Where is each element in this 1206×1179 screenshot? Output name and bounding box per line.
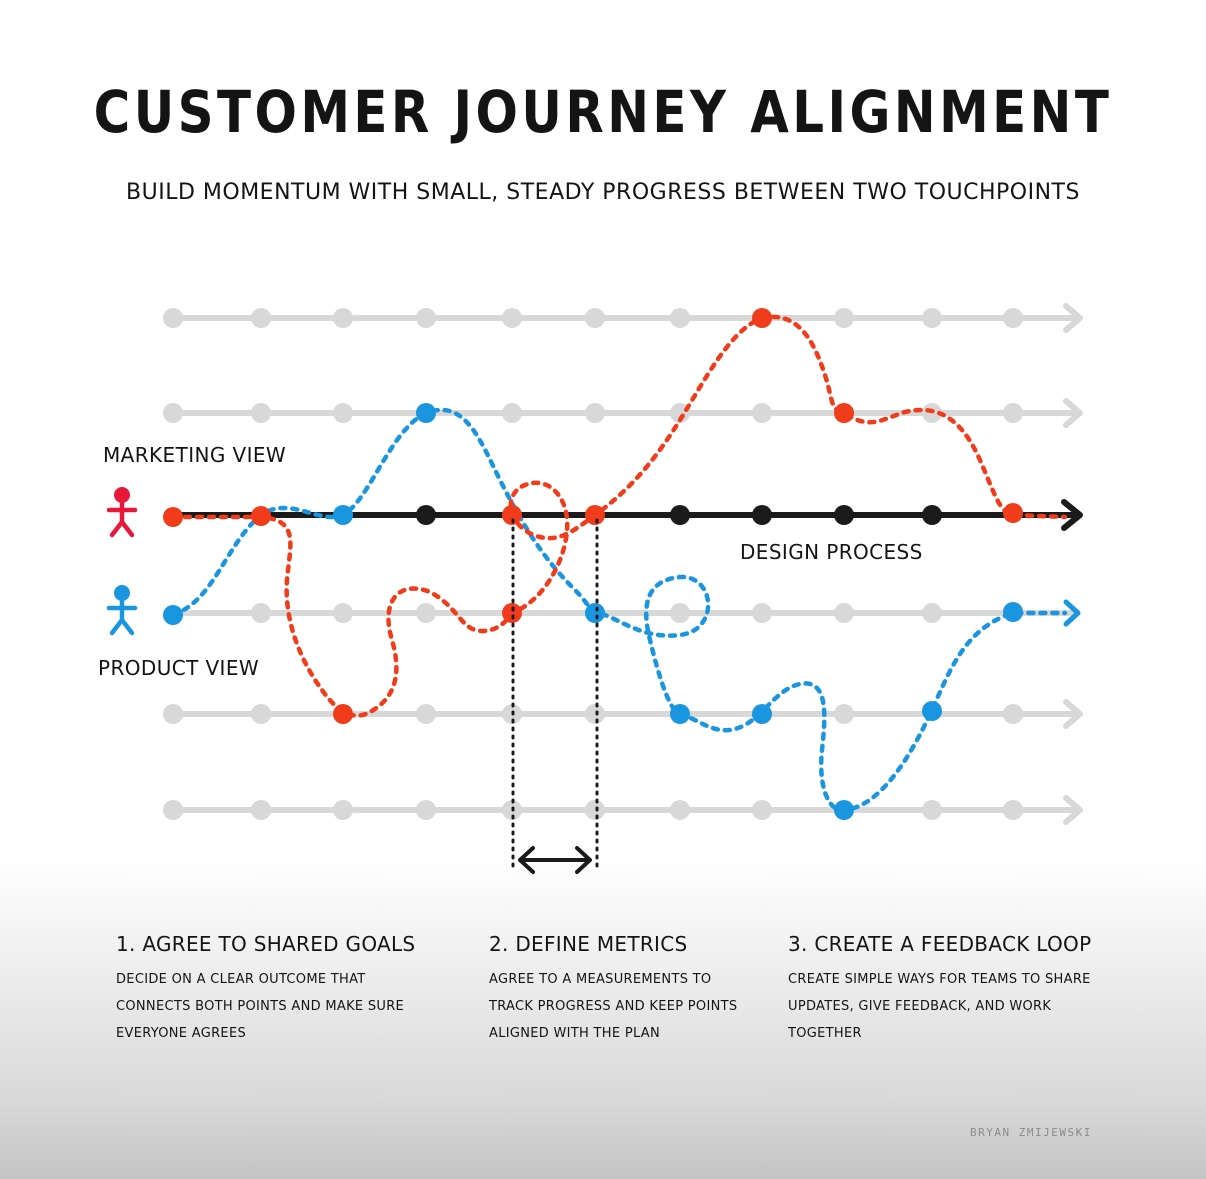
product-view-label: PRODUCT VIEW xyxy=(98,656,260,680)
track-dot xyxy=(251,603,271,623)
product-dot xyxy=(834,800,854,820)
track-dot xyxy=(416,704,436,724)
product-dot xyxy=(670,704,690,724)
track-dot xyxy=(416,603,436,623)
marketing-view-label: MARKETING VIEW xyxy=(103,443,287,467)
marketing-dot xyxy=(502,505,522,525)
design-process-line xyxy=(170,499,1083,531)
marketing-dot xyxy=(834,403,854,423)
step-feedback-loop: 3. CREATE A FEEDBACK LOOP CREATE SIMPLE … xyxy=(788,932,1118,1047)
page-title: CUSTOMER JOURNEY ALIGNMENT xyxy=(93,78,1113,146)
track-dot xyxy=(922,603,942,623)
track-dot xyxy=(416,800,436,820)
product-dot xyxy=(416,403,436,423)
track-dot xyxy=(333,308,353,328)
marketing-person-icon xyxy=(106,487,138,538)
grey-tracks xyxy=(170,303,1083,825)
track-dot xyxy=(922,308,942,328)
track-dot xyxy=(1003,308,1023,328)
step-title: 1. AGREE TO SHARED GOALS xyxy=(116,932,416,956)
window-arrowhead-left xyxy=(518,846,535,874)
track-arrowhead xyxy=(1063,795,1083,825)
track-arrowhead xyxy=(1063,398,1083,428)
track-dot xyxy=(670,308,690,328)
marketing-dot xyxy=(502,603,522,623)
step-title: 2. DEFINE METRICS xyxy=(489,932,688,956)
track-dot xyxy=(251,403,271,423)
track-dot xyxy=(585,704,605,724)
product-path-line xyxy=(170,407,1068,813)
main-dot xyxy=(416,505,436,525)
main-dot xyxy=(752,505,772,525)
author-signature: BRYAN ZMIJEWSKI xyxy=(970,1126,1092,1139)
track-dot xyxy=(333,800,353,820)
track-dot xyxy=(502,308,522,328)
track-dot xyxy=(502,403,522,423)
page-subtitle: BUILD MOMENTUM WITH SMALL, STEADY PROGRE… xyxy=(126,180,1080,205)
grey-track-dots xyxy=(163,308,1023,820)
track-dot xyxy=(752,603,772,623)
track-dot xyxy=(251,800,271,820)
product-dot xyxy=(585,603,605,623)
track-dot xyxy=(1003,704,1023,724)
track-dot xyxy=(585,308,605,328)
marketing-dot xyxy=(1003,503,1023,523)
marketing-path xyxy=(163,308,1068,724)
track-dot xyxy=(1003,800,1023,820)
marketing-dot xyxy=(333,704,353,724)
main-dot xyxy=(922,505,942,525)
design-process-label: DESIGN PROCESS xyxy=(740,540,923,564)
track-dot xyxy=(163,308,183,328)
track-dot xyxy=(585,403,605,423)
step-define-metrics: 2. DEFINE METRICS AGREE TO A MEASUREMENT… xyxy=(489,932,819,1047)
track-dot xyxy=(585,800,605,820)
track-dot xyxy=(251,308,271,328)
main-dot xyxy=(834,505,854,525)
marketing-dot xyxy=(163,507,183,527)
track-dot xyxy=(163,704,183,724)
step-shared-goals: 1. AGREE TO SHARED GOALS DECIDE ON A CLE… xyxy=(116,932,446,1047)
track-dot xyxy=(163,403,183,423)
track-dot xyxy=(834,308,854,328)
window-arrowhead-right xyxy=(575,846,592,874)
track-dot xyxy=(922,800,942,820)
marketing-dot xyxy=(585,505,605,525)
product-person-icon xyxy=(106,585,138,636)
step-text: CREATE SIMPLE WAYS FOR TEAMS TO SHARE UP… xyxy=(788,972,1091,1041)
alignment-window xyxy=(511,518,599,874)
track-dot xyxy=(670,603,690,623)
track-dot xyxy=(163,800,183,820)
product-dot xyxy=(333,505,353,525)
track-dot xyxy=(670,800,690,820)
product-path xyxy=(163,403,1081,820)
track-arrowhead xyxy=(1063,303,1083,333)
marketing-dot xyxy=(752,308,772,328)
product-dot xyxy=(922,701,942,721)
product-dot xyxy=(163,605,183,625)
marketing-path-line xyxy=(170,314,1068,718)
step-text: DECIDE ON A CLEAR OUTCOME THAT CONNECTS … xyxy=(116,972,405,1041)
product-dot xyxy=(1003,602,1023,622)
track-dot xyxy=(416,308,436,328)
track-dot xyxy=(333,403,353,423)
track-dot xyxy=(834,704,854,724)
track-dot xyxy=(752,403,772,423)
track-dot xyxy=(333,603,353,623)
main-dot xyxy=(670,505,690,525)
marketing-dot xyxy=(251,506,271,526)
track-dot xyxy=(752,800,772,820)
track-dot xyxy=(251,704,271,724)
product-dot xyxy=(752,704,772,724)
product-arrowhead xyxy=(1063,599,1081,627)
step-text: AGREE TO A MEASUREMENTS TO TRACK PROGRES… xyxy=(489,972,738,1041)
main-arrowhead xyxy=(1061,499,1083,531)
track-dot xyxy=(1003,403,1023,423)
track-arrowhead xyxy=(1063,699,1083,729)
track-dot xyxy=(834,603,854,623)
step-title: 3. CREATE A FEEDBACK LOOP xyxy=(788,932,1092,956)
